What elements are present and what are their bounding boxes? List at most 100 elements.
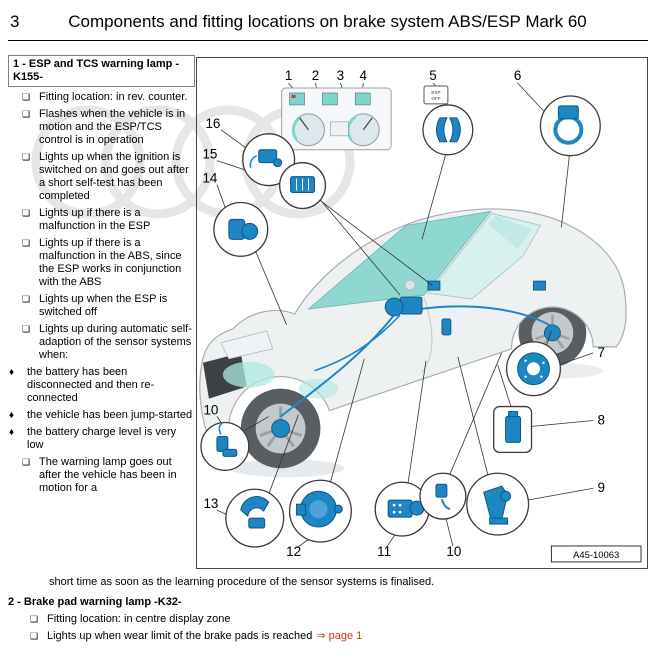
list-item: ❑Lights up if there is a malfunction in …: [8, 207, 195, 233]
callout-labels: 1 2 3 4 5 6 16 15 14 7 8 9 10 13 12 11 1…: [202, 68, 604, 559]
list-item: ❑ The warning lamp goes out after the veh…: [8, 456, 195, 495]
door-mirror: [404, 279, 416, 291]
callout-label-4: 4: [360, 68, 368, 83]
callout-label-12: 12: [286, 544, 301, 559]
callout-circle-10b: [419, 472, 467, 520]
bottom-section: short time as soon as the learning proce…: [8, 576, 650, 643]
section2-list: ❑ Fitting location: in centre display zon…: [8, 613, 650, 643]
list-item-text: Lights up when the ESP is switched off: [39, 293, 168, 318]
warning-lamp-3: [354, 92, 371, 106]
list-item-text: Lights up when wear limit of the brake p…: [47, 630, 313, 642]
list-item: ♦ the battery charge level is very low: [8, 426, 195, 452]
page-number: 3: [10, 12, 20, 31]
front-hub: [271, 419, 291, 438]
callout-circle-6: [539, 95, 601, 157]
diamond-bullet-icon: ♦: [9, 367, 15, 378]
callout-label-14: 14: [202, 171, 217, 186]
page-1-link[interactable]: ⇒ page 1: [316, 630, 363, 642]
list-item-text: the battery charge level is very low: [27, 426, 177, 451]
fender-glow: [298, 378, 339, 399]
callout-label-10a: 10: [203, 403, 218, 418]
callout-circle-16: [242, 133, 296, 187]
list-item: ❑Lights up if there is a malfunction in …: [8, 237, 195, 289]
list-item: ♦the battery has been disconnected and t…: [8, 366, 195, 405]
square-bullet-icon: ❑: [22, 92, 31, 102]
callout-box-8: [493, 405, 533, 454]
list-item: ❑Fitting location: in rev. counter.: [8, 91, 195, 104]
callout-label-6: 6: [514, 68, 521, 83]
esp-switch: ESP OFF: [423, 85, 449, 105]
callout-label-13: 13: [203, 496, 218, 511]
section1-square-list: ❑Fitting location: in rev. counter. ❑ Fla…: [8, 91, 195, 362]
section1-heading: 1 - ESP and TCS warning lamp -K155-: [8, 55, 195, 87]
list-item-text: Fitting location: in centre display zone: [47, 613, 231, 625]
callout-label-3: 3: [337, 68, 344, 83]
list-item: ♦ the vehicle has been jump-started: [8, 409, 195, 422]
callout-circle-10a: [200, 421, 250, 471]
callout-label-5: 5: [429, 68, 436, 83]
callout-circle-13: [225, 488, 285, 548]
callout-circle-7: [505, 341, 562, 397]
brake-system-diagram: ESP OFF: [199, 68, 642, 563]
header-rule: [8, 40, 648, 41]
rear-glass: [487, 215, 532, 250]
callout-circle-5: [422, 104, 474, 156]
cowl-sensor: [427, 280, 441, 291]
list-item-text: Lights up if there is a malfunction in t…: [39, 207, 151, 232]
callout-label-1: 1: [285, 68, 292, 83]
list-item: ❑ Fitting location: in centre display zon…: [8, 613, 650, 626]
front-wheel-shadow: [228, 459, 345, 478]
diamond-bullet-icon: ♦: [9, 410, 15, 421]
list-item-text: Flashes when the vehicle is in motion an…: [39, 108, 186, 146]
callout-label-8: 8: [597, 413, 604, 428]
list-item-text: Lights up during automatic self-adaption…: [39, 323, 192, 361]
figure-id: A45-10063: [573, 550, 619, 561]
leader-lines: [216, 82, 594, 549]
esp-switch-label-2: OFF: [431, 96, 440, 101]
closing-item-continued: short time as soon as the learning proce…: [49, 576, 435, 588]
page-header: 3 Components and fitting locations on br…: [0, 12, 655, 38]
list-item-text: Lights up when the ignition is switched …: [39, 151, 189, 202]
diamond-bullet-icon: ♦: [9, 427, 15, 438]
list-item: ❑ Lights up when the ESP is switched off: [8, 293, 195, 319]
page-title: Components and fitting locations on brak…: [68, 12, 587, 31]
car-illustration: [199, 208, 627, 478]
esp-switch-label-1: ESP: [431, 90, 440, 95]
pedal-on-car: [441, 318, 452, 336]
warning-lamp-1: [289, 92, 305, 106]
section2-heading: 2 - Brake pad warning lamp -K32-: [8, 596, 182, 608]
figure-id-box: A45-10063: [550, 545, 642, 563]
callout-label-7: 7: [597, 345, 604, 360]
section1-closing-list: ❑ The warning lamp goes out after the veh…: [8, 456, 195, 495]
callout-circle-9: [466, 472, 530, 536]
square-bullet-icon: ❑: [30, 614, 39, 624]
callout-label-15: 15: [202, 147, 217, 162]
list-item-text: The warning lamp goes out after the vehi…: [39, 456, 177, 494]
square-bullet-icon: ❑: [22, 294, 31, 304]
callout-label-16: 16: [205, 116, 220, 131]
callout-circle-11: [374, 481, 430, 537]
square-bullet-icon: ❑: [30, 631, 39, 641]
rear-sensor: [533, 280, 546, 291]
square-bullet-icon: ❑: [22, 457, 31, 467]
callout-circle-15: [278, 162, 327, 210]
callout-circle-12: [288, 479, 352, 543]
square-bullet-icon: ❑: [22, 152, 31, 162]
rear-hub: [544, 324, 561, 342]
blue-components: [271, 280, 561, 438]
fog-lamp-glow: [222, 361, 275, 388]
list-item: ❑ Lights up during automatic self-adaptio…: [8, 323, 195, 362]
brake-booster-on-car: [384, 297, 404, 317]
warning-lamp-2: [322, 92, 338, 106]
headlight: [220, 330, 274, 360]
callouts: [200, 95, 601, 548]
square-bullet-icon: ❑: [22, 109, 31, 119]
figure-frame: ESP OFF: [196, 57, 648, 569]
left-column: 1 - ESP and TCS warning lamp -K155- ❑Fit…: [8, 55, 195, 495]
callout-label-10b: 10: [446, 544, 461, 559]
callout-circle-14: [213, 201, 269, 257]
instrument-cluster: [281, 87, 392, 151]
list-item: ❑ Flashes when the vehicle is in motion a…: [8, 108, 195, 147]
square-bullet-icon: ❑: [22, 324, 31, 334]
list-item-text: the vehicle has been jump-started: [27, 409, 193, 421]
